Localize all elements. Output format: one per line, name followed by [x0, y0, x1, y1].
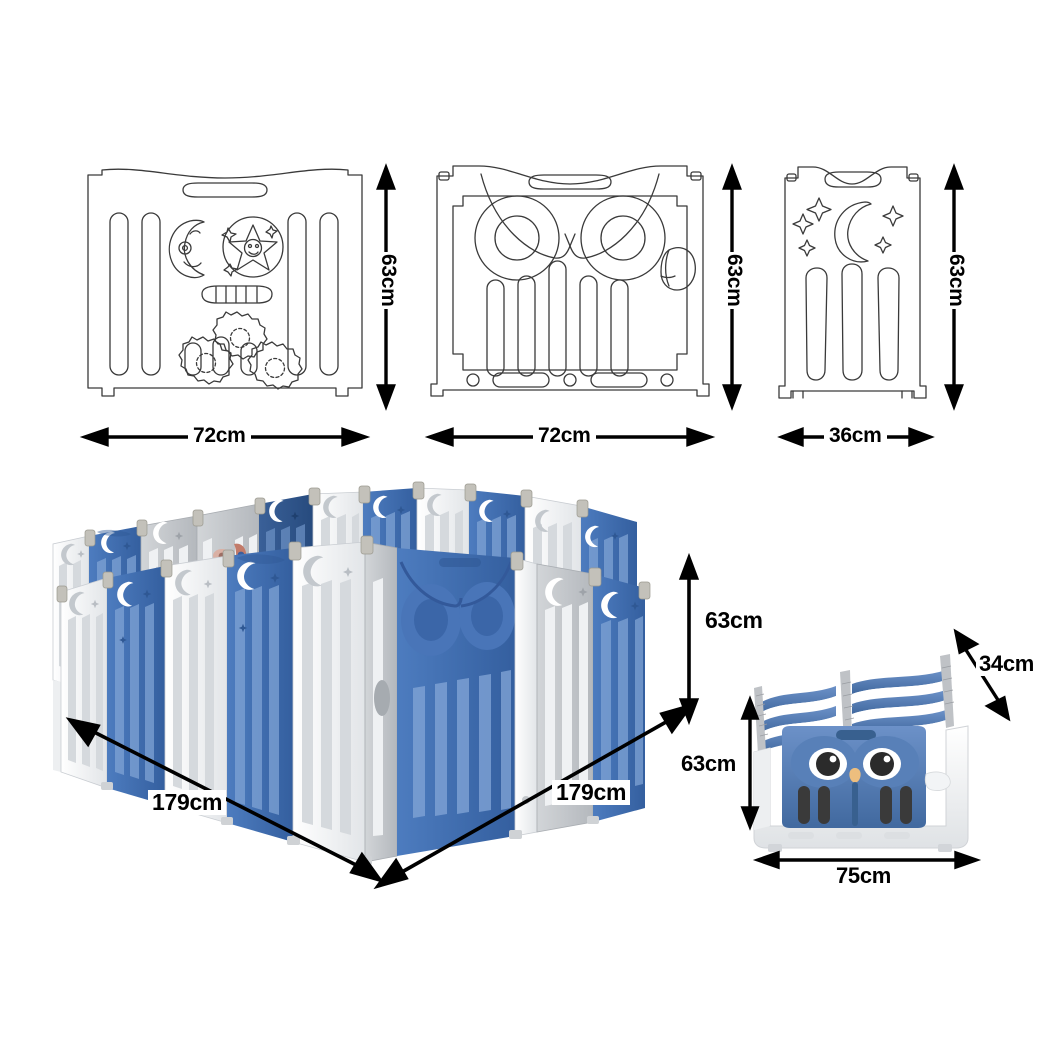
folded-height-arrow [738, 695, 762, 831]
owl-gate-height-label: 63cm [723, 252, 746, 309]
narrow-panel-drawing [775, 158, 930, 420]
assembled-height-label: 63cm [702, 608, 766, 633]
folded-height-label: 63cm [678, 752, 740, 776]
folded-playpen-image [740, 640, 1000, 870]
narrow-panel-height-label: 63cm [945, 252, 968, 309]
folded-width-label: 75cm [832, 864, 896, 888]
activity-panel-drawing [80, 160, 370, 415]
activity-panel-width-label: 72cm [188, 425, 251, 446]
assembled-length-left-label: 179cm [148, 790, 227, 815]
activity-panel-height-label: 63cm [377, 252, 400, 309]
owl-gate-panel-drawing [425, 158, 715, 420]
folded-width-arrow [752, 848, 982, 872]
assembled-playpen-image [45, 470, 705, 900]
assembled-height-arrow [676, 552, 702, 726]
owl-gate-width-label: 72cm [533, 425, 596, 446]
narrow-panel-width-label: 36cm [824, 425, 887, 446]
assembled-length-right-label: 179cm [552, 780, 631, 805]
assembled-length-right-arrow [373, 702, 695, 892]
folded-depth-label: 34cm [976, 652, 1038, 676]
